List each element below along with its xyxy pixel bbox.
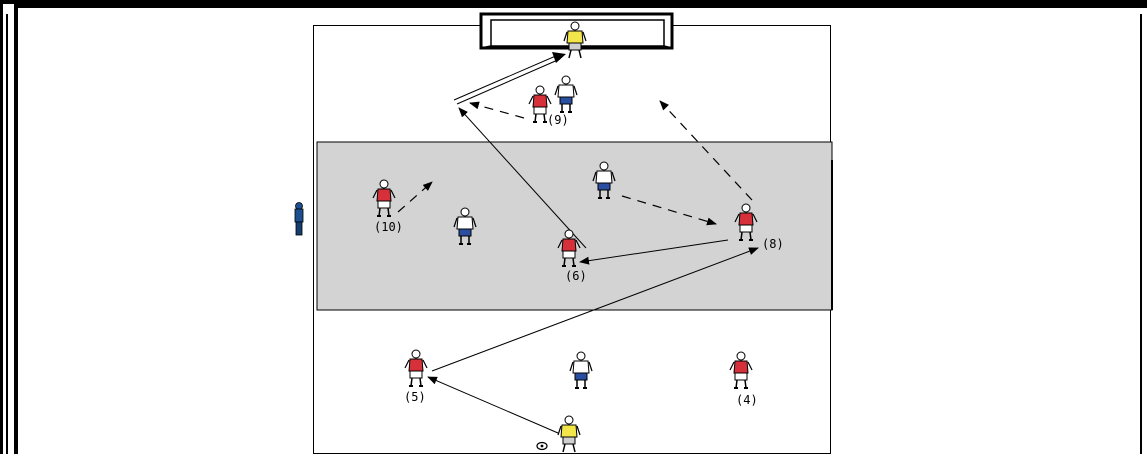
ball xyxy=(537,443,547,450)
label-player-8: (8) xyxy=(762,237,784,251)
label-player-6: (6) xyxy=(565,269,587,283)
label-player-4: (4) xyxy=(736,393,758,407)
label-player-9: (9) xyxy=(547,113,569,127)
coach-figure xyxy=(295,203,303,236)
label-player-10: (10) xyxy=(374,220,403,234)
label-player-5: (5) xyxy=(404,390,426,404)
